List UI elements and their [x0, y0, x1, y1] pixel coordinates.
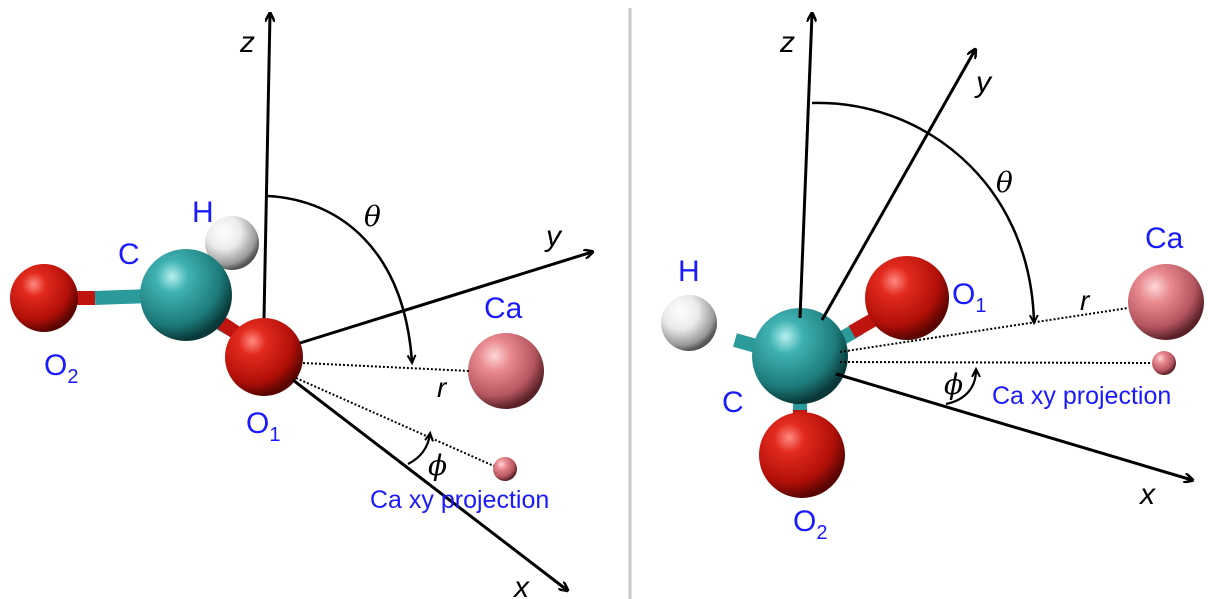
- left-axis-y-label: y: [544, 220, 563, 253]
- left-axis-z-label: z: [239, 26, 255, 59]
- right-atom-ca: [1128, 264, 1204, 340]
- right-r-label: r: [1080, 285, 1091, 316]
- right-atom-c: [752, 308, 848, 404]
- left-atom-ca: [468, 333, 544, 409]
- right-atom-h-label: H: [678, 255, 700, 288]
- right-theta-label: θ: [996, 166, 1013, 199]
- left-atom-o1-label: O1: [246, 407, 280, 446]
- right-atom-o2-label: O2: [793, 505, 827, 544]
- right-axis-x-line: [835, 372, 1192, 480]
- left-phi-label: ϕ: [428, 449, 447, 482]
- right-projection-label: Ca xy projection: [992, 382, 1171, 410]
- right-atom-ca-projection: [1152, 351, 1176, 375]
- left-axis-x-line: [292, 378, 567, 590]
- left-theta-label: θ: [364, 200, 381, 233]
- right-theta-arc: [811, 101, 1034, 322]
- left-r-line: [302, 362, 471, 372]
- right-axis-z-label: z: [779, 26, 795, 59]
- left-axis-y-line: [299, 252, 592, 345]
- left-atom-h: [205, 216, 259, 270]
- right-axis-z-line: [798, 14, 812, 319]
- left-phi-arc: [407, 434, 430, 465]
- right-atom-h: [661, 295, 717, 351]
- right-axis-x-label: x: [1138, 478, 1156, 511]
- left-atom-o2: [10, 264, 78, 332]
- right-phi-label: ϕ: [944, 368, 963, 401]
- left-atom-o1: [225, 318, 303, 396]
- right-atom-o2: [759, 412, 845, 498]
- right-atom-c-label: C: [722, 386, 744, 419]
- left-panel: z y x θ r ϕ H C O2 O1 Ca Ca xy projectio…: [10, 14, 592, 599]
- left-projection-line: [295, 377, 495, 467]
- left-r-label: r: [437, 372, 448, 403]
- left-theta-arc: [267, 194, 412, 362]
- left-axis-z-line: [262, 14, 270, 319]
- left-axis-x-label: x: [512, 571, 530, 599]
- left-atom-o2-label: O2: [44, 349, 78, 388]
- right-projection-line: [839, 361, 1153, 364]
- left-atom-ca-projection: [493, 457, 517, 481]
- right-panel: z y x θ r ϕ H C O1 O2 Ca Ca xy projectio…: [661, 14, 1204, 544]
- right-axis-y-line: [820, 50, 975, 321]
- left-projection-label: Ca xy projection: [370, 486, 549, 514]
- right-atom-o1-label: O1: [952, 278, 986, 317]
- right-atom-o1: [865, 256, 949, 340]
- left-atom-ca-label: Ca: [484, 292, 523, 325]
- right-phi-arc: [945, 370, 976, 406]
- left-atom-c: [140, 249, 232, 341]
- left-atom-h-label: H: [192, 196, 214, 229]
- right-atom-ca-label: Ca: [1145, 222, 1184, 255]
- left-atom-c-label: C: [118, 238, 140, 271]
- right-axis-y-label: y: [974, 66, 993, 99]
- right-r-line: [839, 307, 1129, 353]
